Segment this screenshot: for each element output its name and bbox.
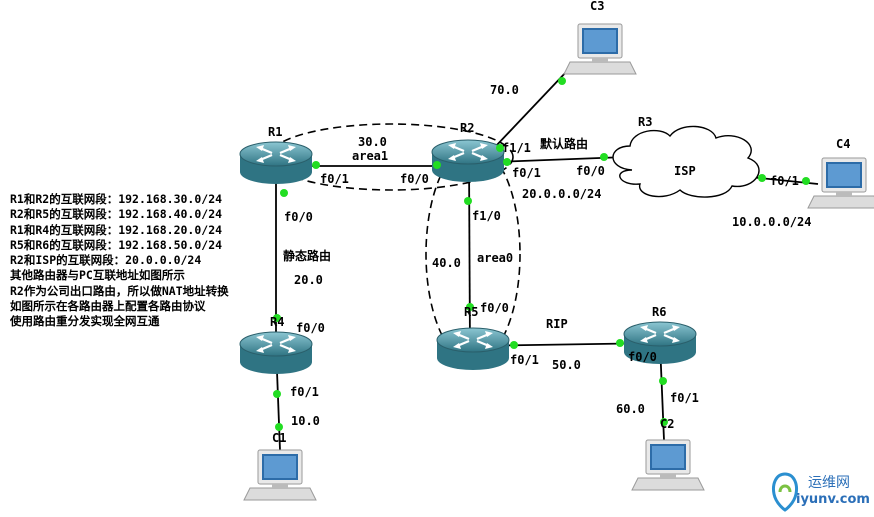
default-route-label: 默认路由 [540, 136, 588, 151]
r2-f11-label: f1/1 [502, 141, 531, 155]
net-50-label: 50.0 [552, 358, 581, 372]
link-r2-c3 [494, 69, 569, 148]
net-10-0-0-0-label: 10.0.0.0/24 [732, 215, 811, 229]
pc-c4[interactable] [807, 157, 874, 209]
router-r2[interactable] [430, 138, 506, 184]
r6-f01-label: f0/1 [670, 391, 699, 405]
r1-f00-label: f0/0 [284, 210, 313, 224]
net-30-label: 30.0 [358, 135, 387, 149]
r1-label: R1 [268, 125, 282, 139]
r2-label: R2 [460, 121, 474, 135]
note-line: R2作为公司出口路由，所以做NAT地址转换 [10, 283, 229, 298]
c4-label: C4 [836, 137, 850, 151]
net-10-label: 10.0 [291, 414, 320, 428]
isp-label: ISP [674, 164, 696, 178]
note-line: 使用路由重分发实现全网互通 [10, 314, 160, 329]
router-r5[interactable] [435, 326, 511, 372]
r4-label: R4 [270, 315, 284, 329]
r3-f01-label: f0/1 [770, 174, 799, 188]
r4-f00-label: f0/0 [296, 321, 325, 335]
r6-label: R6 [652, 305, 666, 319]
pc-c2[interactable] [631, 439, 705, 491]
r2-f00-label: f0/0 [400, 172, 429, 186]
port-dots [273, 77, 810, 431]
r1-f01-label: f0/1 [320, 172, 349, 186]
r5-label: R5 [464, 305, 478, 319]
isp-cloud: ISP [612, 125, 760, 198]
router-r1[interactable] [238, 140, 314, 186]
net-70-label: 70.0 [490, 83, 519, 97]
r6-f00-label: f0/0 [628, 350, 657, 364]
static-route-label: 静态路由 [283, 248, 331, 263]
note-line: R1和R2的互联网段：192.168.30.0/24 [10, 192, 223, 206]
pc-c3[interactable] [563, 23, 637, 75]
note-line: R1和R4的互联网段：192.168.20.0/24 [10, 222, 223, 237]
r2-f01-label: f0/1 [512, 166, 541, 180]
r2-f10-label: f1/0 [472, 209, 501, 223]
net-60-label: 60.0 [616, 402, 645, 416]
watermark-line1: 运维网 [808, 475, 850, 491]
rip-label: RIP [546, 317, 568, 331]
watermark-logo-icon [772, 472, 798, 512]
pc-c1[interactable] [243, 449, 317, 501]
links [275, 69, 819, 451]
note-line: 其他路由器与PC互联地址如图所示 [10, 268, 185, 283]
r3-f00-label: f0/0 [576, 164, 605, 178]
note-line: R2和ISP的互联网段：20.0.0.0/24 [10, 253, 202, 268]
note-line: R5和R6的互联网段：192.168.50.0/24 [10, 237, 223, 252]
net-20-label: 20.0 [294, 273, 323, 287]
net-40-label: 40.0 [432, 256, 461, 270]
c2-label: C2 [660, 417, 674, 431]
net-20-0-0-0-label: 20.0.0.0/24 [522, 187, 601, 201]
link-r2-r5 [468, 159, 471, 351]
area1-label: area1 [352, 149, 388, 163]
r4-f01-label: f0/1 [290, 385, 319, 399]
c1-label: C1 [272, 431, 286, 445]
watermark: 运维网 iyunv.com [768, 470, 870, 512]
note-line: R2和R5的互联网段：192.168.40.0/24 [10, 207, 223, 222]
r5-f01-label: f0/1 [510, 353, 539, 367]
r5-f00-label: f0/0 [480, 301, 509, 315]
router-r4[interactable] [238, 330, 314, 376]
r3-label: R3 [638, 115, 652, 129]
note-line: 如图所示在各路由器上配置各路由协议 [10, 299, 206, 314]
watermark-line2: iyunv.com [796, 492, 870, 507]
area0-label: area0 [477, 251, 513, 265]
c3-label: C3 [590, 0, 604, 13]
